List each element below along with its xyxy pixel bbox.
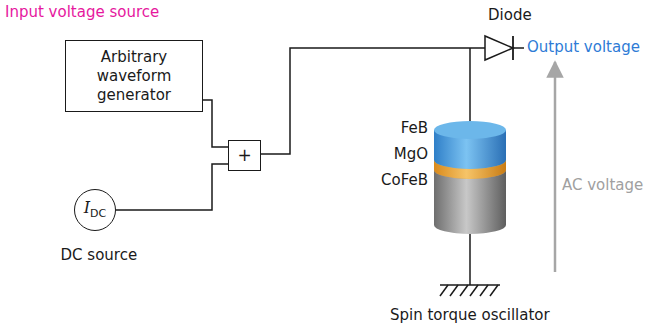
feb-top: [434, 121, 506, 139]
symbol-subscript: DC: [90, 207, 106, 220]
wire: [469, 48, 471, 121]
cofeb-layer: [434, 170, 506, 234]
signal-name: AC voltage: [562, 176, 643, 195]
signal-wire: [116, 164, 228, 210]
ground-hatch: [460, 285, 468, 296]
part-name: Spin torque oscillator: [390, 306, 550, 325]
wire: [469, 234, 471, 285]
ground-hatch: [470, 285, 478, 296]
adder-box: +: [228, 140, 261, 171]
wire: [513, 47, 524, 49]
source-caption: DC source: [61, 246, 138, 265]
section-heading: Input voltage source: [5, 3, 159, 22]
ground-hatch: [480, 285, 488, 296]
part-name: Diode: [488, 6, 532, 25]
layer-name: FeB: [401, 119, 428, 138]
generator-box: Arbitrary waveform generator: [65, 40, 203, 112]
ac-voltage-arrow: [554, 62, 557, 272]
ground-hatch: [450, 285, 458, 296]
sto-pillar: [434, 121, 506, 234]
ground-hatch: [490, 285, 498, 296]
signal-wire: [203, 100, 228, 147]
dc-source-circle: IDCDC source: [74, 189, 116, 231]
layer-name: MgO: [394, 145, 428, 164]
box-text: +: [233, 146, 255, 165]
layer-name: CoFeB: [381, 171, 428, 190]
box-text: Arbitrary waveform generator: [66, 48, 202, 105]
current-symbol: IDC: [84, 198, 106, 223]
ground-hatch: [440, 285, 448, 296]
ground-symbol: [440, 285, 500, 296]
output-label: Output voltage: [527, 38, 640, 57]
symbol-letter: I: [84, 198, 90, 217]
ground-line: [440, 284, 500, 286]
diode-symbol: [485, 36, 513, 60]
